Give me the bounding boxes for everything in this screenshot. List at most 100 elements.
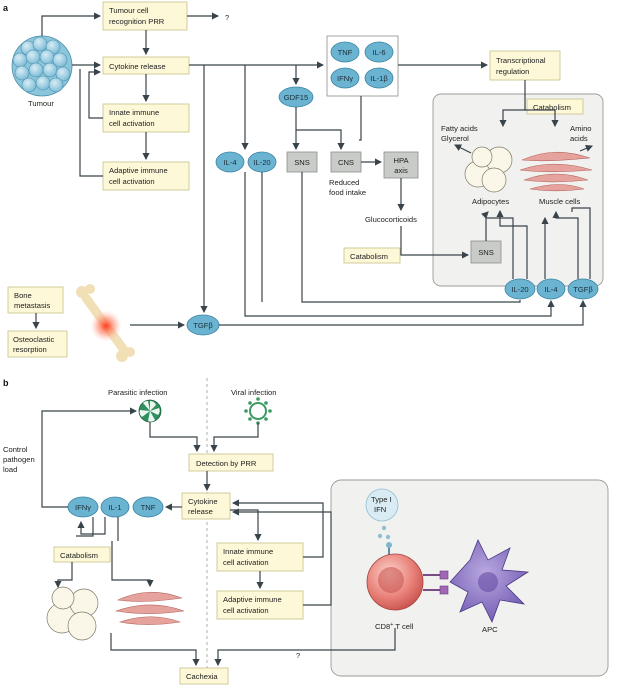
type1-ifn-line2: IFN xyxy=(374,505,386,514)
amino-acids-line2: acids xyxy=(570,134,588,143)
reduced-food-line1: Reduced xyxy=(329,178,359,187)
transcriptional-line1: Transcriptional xyxy=(496,56,546,65)
cachexia-label: Cachexia xyxy=(186,672,218,681)
b-cytokine-line2: release xyxy=(188,507,213,516)
parasitic-infection-label: Parasitic infection xyxy=(108,388,168,397)
b-catabolism-box xyxy=(53,546,111,563)
tissue-tgfb-label: TGFβ xyxy=(573,285,593,294)
hpa-label-line1: HPA xyxy=(393,156,409,165)
tissue-sns-label: SNS xyxy=(478,248,494,257)
cytokine-ifng: IFNγ xyxy=(337,74,353,83)
cns-label: CNS xyxy=(338,158,354,167)
b-il1-label: IL-1 xyxy=(108,503,121,512)
amino-acids-line1: Amino xyxy=(570,124,592,133)
b-innate-line1: Innate immune xyxy=(223,547,273,556)
bone-metastasis-box xyxy=(7,286,64,314)
muscle-cells-drawing xyxy=(519,151,593,192)
panel-a-connectors xyxy=(32,12,593,330)
adipocytes-label: Adipocytes xyxy=(472,197,509,206)
virus-icon xyxy=(244,397,272,425)
transcriptional-line2: regulation xyxy=(496,67,529,76)
prr-label-line2: recognition PRR xyxy=(109,17,165,26)
b-catabolism-label: Catabolism xyxy=(60,551,98,560)
b-innate-line2: cell activation xyxy=(223,558,269,567)
adaptive-label-line1: Adaptive immune xyxy=(109,166,168,175)
osteoclastic-box xyxy=(7,330,68,358)
b-question-mark: ? xyxy=(296,651,300,660)
b-cytokine-release-box xyxy=(181,492,231,520)
control-pathogen-line1: Control xyxy=(3,445,28,454)
tissue-il20-label: IL-20 xyxy=(511,285,528,294)
b-muscle-cells xyxy=(114,591,185,625)
tissue-catabolism-label: Catabolism xyxy=(533,103,571,112)
b-adipocyte-cells xyxy=(46,586,99,641)
muscle-cells-label: Muscle cells xyxy=(539,197,581,206)
adaptive-label-line2: cell activation xyxy=(109,177,155,186)
b-adaptive-box xyxy=(216,590,304,620)
bone-metastasis-line2: metastasis xyxy=(14,301,50,310)
cytokine-ifng-ellipse xyxy=(330,67,360,89)
panel-b-connectors xyxy=(41,407,396,667)
osteoclastic-line1: Osteoclastic xyxy=(13,335,55,344)
innate-label-line1: Innate immune xyxy=(109,108,159,117)
viral-infection-label: Viral infection xyxy=(231,388,276,397)
parasite-icon xyxy=(138,399,162,423)
adaptive-activation-box xyxy=(102,161,190,191)
apc-label: APC xyxy=(482,625,498,634)
il20-label: IL-20 xyxy=(253,158,270,167)
cd8-sup: + xyxy=(390,622,393,628)
ifn-dots xyxy=(377,525,391,540)
type1-ifn-line1: Type I xyxy=(371,495,392,504)
prr-question-mark: ? xyxy=(225,13,229,22)
tissue-il20-ellipse xyxy=(504,278,536,300)
tumour-label: Tumour xyxy=(28,99,54,108)
fatty-acids-line2: Glycerol xyxy=(441,134,469,143)
il4-ellipse xyxy=(215,151,245,173)
cytokine-il1b: IL-1β xyxy=(370,74,388,83)
control-pathogen-line2: pathogen xyxy=(3,455,35,464)
b-il1-ellipse xyxy=(100,496,130,518)
glucocorticoids-label: Glucocorticoids xyxy=(365,215,417,224)
hpa-axis-box xyxy=(383,151,419,179)
cachexia-box xyxy=(179,667,229,685)
tissue-tgfb-ellipse xyxy=(567,278,599,300)
b-innate-box xyxy=(216,542,304,572)
detection-prr-label: Detection by PRR xyxy=(196,459,257,468)
reduced-food-line2: food intake xyxy=(329,188,366,197)
cytokine-il6: IL-6 xyxy=(372,48,385,57)
detection-prr-box xyxy=(188,453,274,472)
bone-metastasis-line1: Bone xyxy=(14,291,32,300)
cytokine-release-label: Cytokine release xyxy=(109,62,166,71)
catabolism-label: Catabolism xyxy=(350,252,388,261)
b-adaptive-line2: cell activation xyxy=(223,606,269,615)
innate-label-line2: cell activation xyxy=(109,119,155,128)
il4-label: IL-4 xyxy=(223,158,236,167)
b-tnf-label: TNF xyxy=(141,503,156,512)
panel-b-label: b xyxy=(3,378,9,388)
cytokine-il6-ellipse xyxy=(364,41,394,63)
innate-activation-box xyxy=(102,103,190,133)
panel-a-label: a xyxy=(3,3,9,13)
prr-box xyxy=(102,1,188,31)
gdf15-label: GDF15 xyxy=(284,93,308,102)
prr-label-line1: Tumour cell xyxy=(109,6,149,15)
osteoclastic-line2: resorption xyxy=(13,345,47,354)
tissue-il4-label: IL-4 xyxy=(544,285,557,294)
hpa-label-line2: axis xyxy=(394,166,408,175)
apc-cell xyxy=(449,539,530,624)
cd8-main: CD8 xyxy=(375,622,390,631)
b-ifng-label: IFNγ xyxy=(75,503,91,512)
bone-illustration xyxy=(76,284,135,362)
b-adaptive-line1: Adaptive immune xyxy=(223,595,282,604)
tgfb-label: TGFβ xyxy=(193,321,213,330)
type-i-ifn-bubble xyxy=(365,488,399,522)
fatty-acids-line1: Fatty acids xyxy=(441,124,478,133)
b-tnf-ellipse xyxy=(132,496,164,518)
cytokine-il1b-ellipse xyxy=(364,67,394,89)
cd8-rest: T cell xyxy=(393,622,413,631)
sns-label: SNS xyxy=(294,158,310,167)
cd8-t-cell xyxy=(366,542,449,611)
cytokine-tnf-ellipse xyxy=(330,41,360,63)
b-cytokine-line1: Cytokine xyxy=(188,497,218,506)
